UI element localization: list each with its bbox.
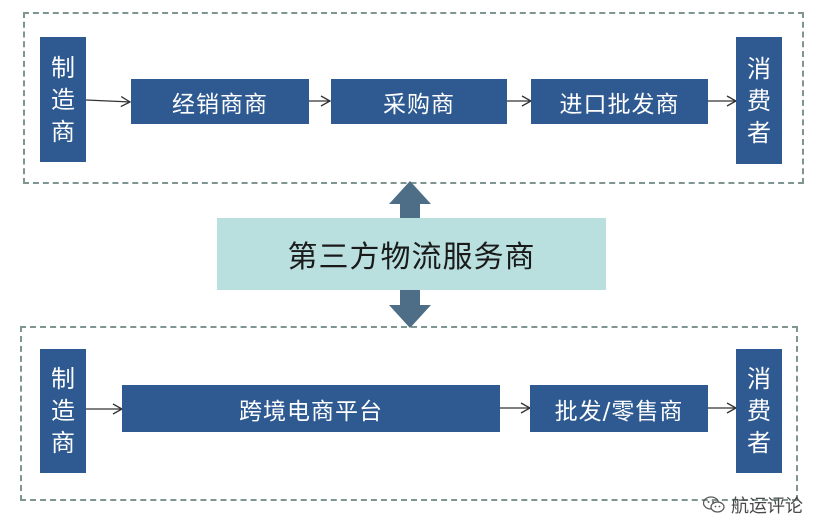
arrow-manufacturer-to-distributor: [85, 96, 132, 108]
top-manufacturer-box: 制造商: [40, 37, 86, 162]
purchaser-box: 采购商: [331, 79, 507, 124]
third-party-logistics-box: 第三方物流服务商: [217, 218, 606, 290]
distributor-box: 经销商商: [131, 79, 309, 124]
bottom-supply-chain-panel: [20, 326, 798, 501]
top-consumer-box: 消费者: [736, 37, 782, 164]
cross-border-ecommerce-platform-box: 跨境电商平台: [122, 385, 500, 432]
watermark-text: 航运评论: [731, 496, 803, 517]
watermark: 航运评论: [702, 492, 803, 518]
top-supply-chain-panel: [23, 12, 804, 184]
big-up-arrow: [389, 181, 431, 218]
wechat-icon: [702, 496, 725, 514]
bottom-consumer-box: 消费者: [736, 349, 782, 473]
bottom-manufacturer-box: 制造商: [40, 349, 86, 473]
importer-wholesaler-box: 进口批发商: [531, 79, 708, 124]
big-down-arrow: [389, 290, 431, 328]
wholesale-retail-box: 批发/零售商: [530, 385, 708, 432]
